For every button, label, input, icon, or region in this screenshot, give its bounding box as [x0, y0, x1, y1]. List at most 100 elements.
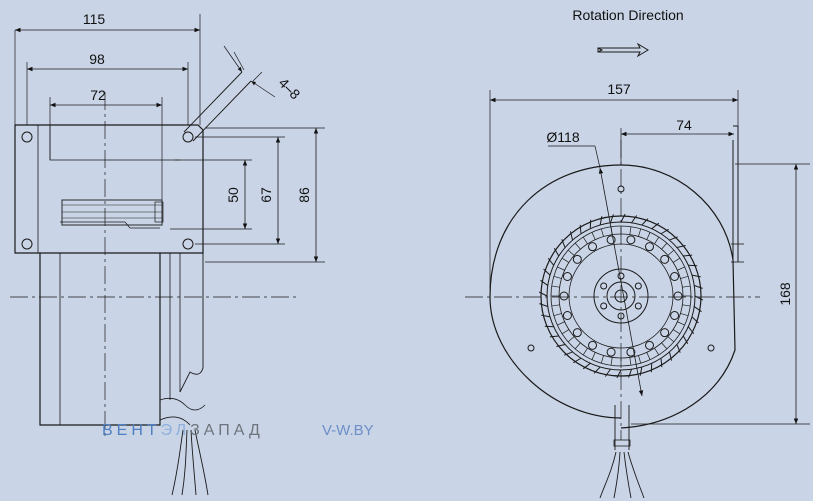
- rotor-hole: [572, 328, 582, 338]
- blade-tick: [582, 362, 591, 370]
- rotor-hole: [559, 291, 569, 301]
- blade-rib: [629, 226, 632, 235]
- blade-rib: [567, 336, 575, 343]
- dim-72: 72: [90, 87, 106, 103]
- watermark-part2: ЭЛ: [161, 422, 190, 439]
- mounting-hole: [182, 131, 194, 143]
- blade-rib: [610, 357, 613, 366]
- capacitor-block: [61, 199, 163, 226]
- blade-tick: [564, 351, 573, 356]
- rotation-direction-caption: Rotation Direction: [572, 7, 683, 23]
- dim-168: 168: [777, 282, 793, 306]
- blade-rib: [654, 236, 660, 245]
- blade-tick: [628, 369, 633, 378]
- hub-hole: [634, 282, 642, 290]
- blade-rib: [591, 352, 596, 360]
- blade-rib: [629, 357, 632, 366]
- dim-50: 50: [225, 187, 241, 203]
- watermark-part1: ВЕНТ: [102, 422, 161, 439]
- dim-diameter-118: Ø118: [546, 129, 579, 145]
- rotation-arrow-icon: [597, 42, 649, 58]
- mounting-hole: [21, 131, 33, 143]
- flange-plate: [14, 124, 204, 254]
- front-view-labels: Rotation Direction 157 74 Ø118 168: [546, 7, 793, 306]
- watermark-part3: ЗАПАД: [190, 422, 264, 439]
- blade-tick: [561, 239, 566, 248]
- rotor-hole: [670, 310, 680, 320]
- housing-hole: [707, 344, 715, 352]
- rotor-hole: [660, 254, 670, 264]
- blade-rib: [646, 352, 651, 360]
- rotor-hole: [562, 272, 572, 282]
- blade-tick: [573, 357, 582, 364]
- watermark-brand: ВЕНТЭЛЗАПАД: [102, 422, 264, 439]
- blade-rib: [682, 285, 691, 288]
- blade-rib: [557, 266, 565, 271]
- blade-tick: [691, 274, 701, 278]
- dim-157: 157: [607, 81, 631, 97]
- blade-tick: [694, 295, 704, 301]
- rotor-hole: [562, 310, 572, 320]
- front-view: [465, 90, 810, 499]
- blade-rib: [551, 304, 560, 307]
- blade-tick: [547, 257, 555, 266]
- rotor-hole: [626, 235, 636, 245]
- blade-rib: [677, 321, 685, 326]
- blade-rib: [677, 266, 685, 271]
- blade-rib: [680, 275, 689, 279]
- rotor-hole: [645, 340, 654, 350]
- blade-tick: [691, 316, 699, 324]
- blade-rib: [646, 232, 651, 240]
- blade-rib: [638, 355, 642, 364]
- blade-tick: [676, 244, 686, 249]
- blade-rib: [574, 342, 581, 350]
- watermark-site: V-W.BY: [322, 422, 374, 439]
- blade-rib: [661, 342, 668, 350]
- blade-tick: [651, 222, 660, 230]
- blade-rib: [582, 236, 588, 245]
- blade-tick: [539, 303, 548, 308]
- rotor-hole: [660, 328, 670, 338]
- slot-edge: [192, 80, 252, 142]
- blade-rib: [557, 321, 565, 326]
- blade-tick: [676, 344, 681, 353]
- dim-74: 74: [676, 117, 692, 133]
- rotor-hole: [645, 242, 654, 252]
- rotor-hole: [572, 254, 582, 264]
- blade-tick: [694, 284, 703, 289]
- hub-hole: [634, 302, 642, 310]
- blade-rib: [667, 249, 675, 256]
- blade-tick: [693, 306, 702, 313]
- blade-rib: [600, 355, 604, 364]
- rotor-hole: [606, 347, 616, 357]
- blade-tick: [669, 236, 678, 241]
- blade-tick: [682, 335, 689, 344]
- blade-rib: [680, 313, 689, 317]
- blade-rib: [667, 336, 675, 343]
- blade-rib: [600, 228, 604, 237]
- blade-tick: [668, 351, 673, 361]
- dim-86: 86: [296, 187, 312, 203]
- blade-tick: [541, 314, 551, 318]
- blade-rib: [553, 313, 562, 317]
- blade-tick: [660, 358, 663, 368]
- blade-tick: [620, 213, 626, 223]
- dim-98: 98: [89, 51, 105, 67]
- blade-rib: [672, 329, 681, 335]
- blade-tick: [687, 326, 695, 335]
- blade-rib: [654, 347, 660, 356]
- blade-rib: [682, 304, 691, 307]
- hub-hole: [600, 302, 608, 310]
- blade-tick: [540, 279, 549, 286]
- hub-hole: [600, 282, 608, 290]
- rotor-hole: [670, 272, 680, 282]
- blade-tick: [543, 268, 551, 276]
- blade-tick: [579, 224, 582, 234]
- blade-rib: [661, 242, 668, 250]
- mounting-hole: [182, 238, 194, 250]
- blade-tick: [549, 335, 559, 338]
- slot-edge: [183, 71, 243, 133]
- blade-tick: [660, 228, 669, 235]
